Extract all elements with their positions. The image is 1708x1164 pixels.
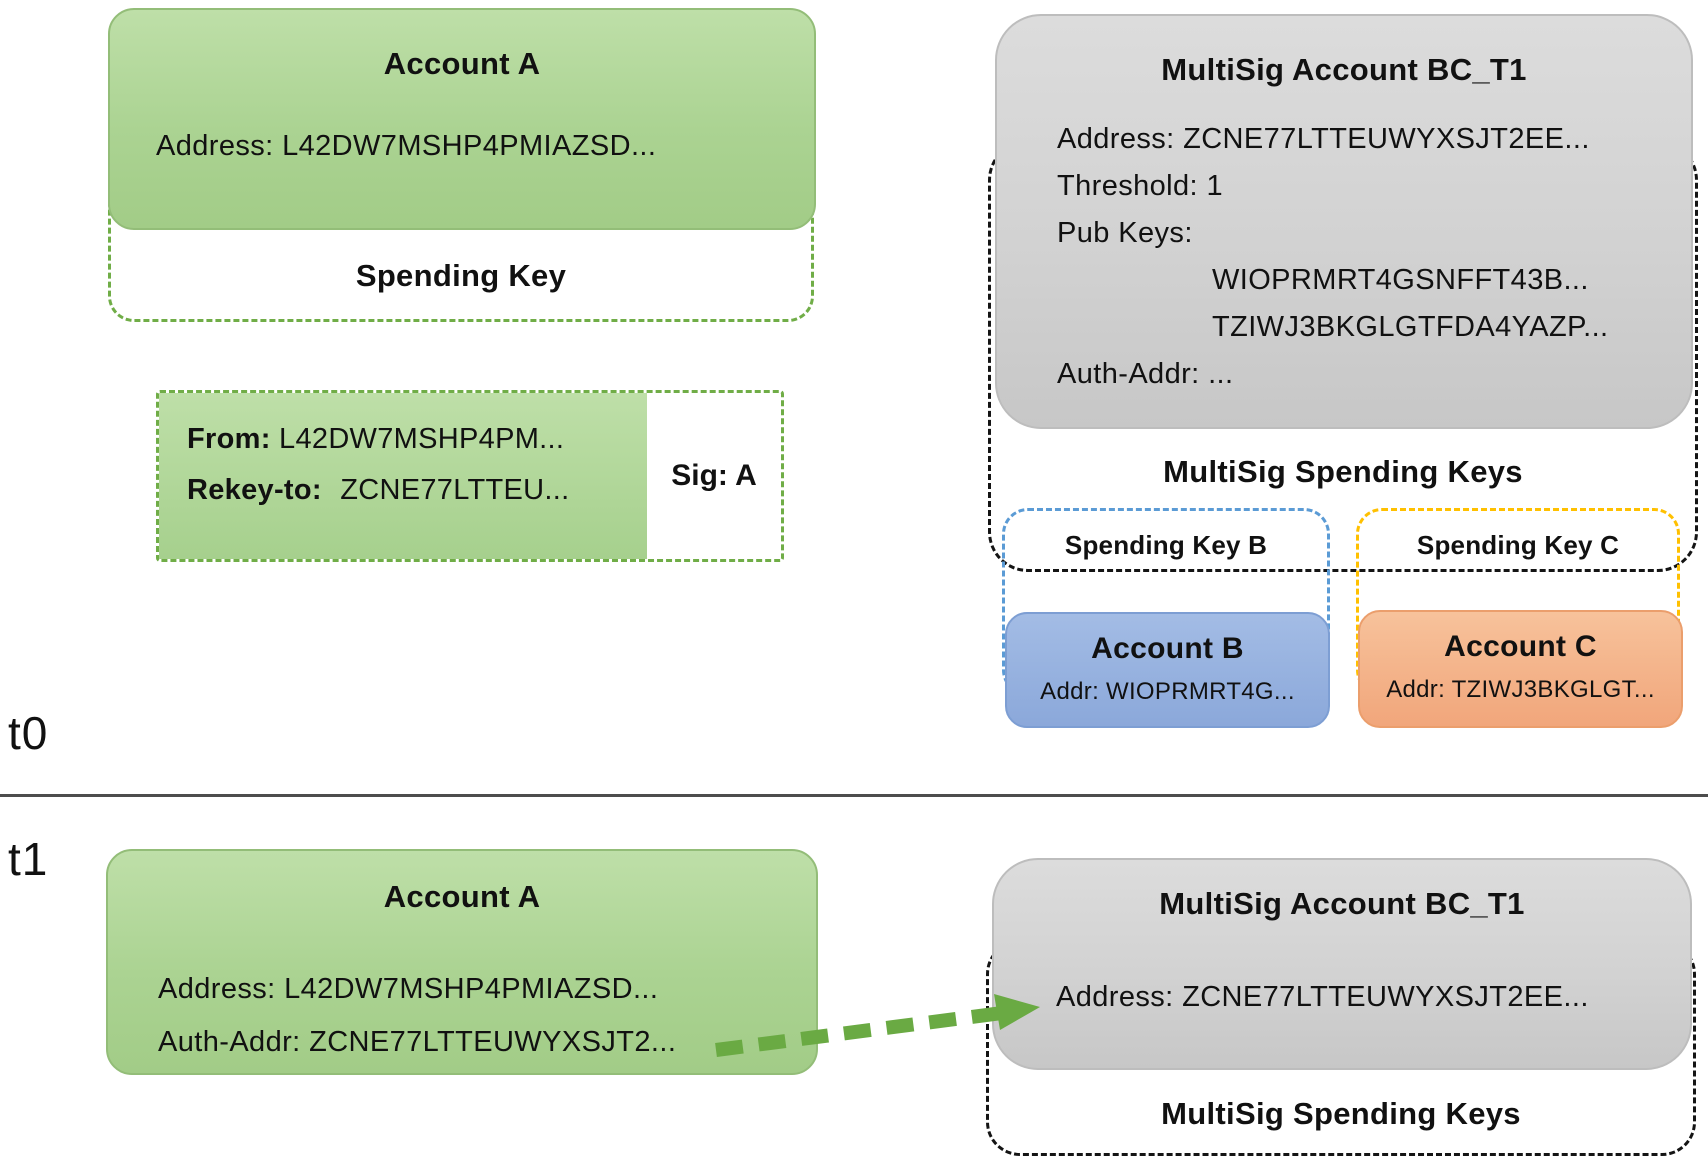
rekey-arrow	[715, 994, 1040, 1057]
account-a-t0-title: Account A	[383, 46, 541, 81]
account-c-addr: Addr: TZIWJ3BKGLGT...	[1386, 676, 1655, 703]
multisig-auth-addr: Auth-Addr: ...	[1057, 358, 1234, 390]
rekey-to-label: Rekey-to:	[187, 474, 322, 506]
t1-label: t1	[8, 833, 49, 885]
timeline-divider	[0, 794, 1708, 797]
rekey-transaction: From: L42DW7MSHP4PM... Rekey-to: ZCNE77L…	[156, 390, 784, 562]
multisig-spending-keys-t0-label: MultiSig Spending Keys	[988, 454, 1698, 490]
spending-key-c-label: Spending Key C	[1416, 530, 1620, 560]
account-b-box: Account B Addr: WIOPRMRT4G...	[1005, 612, 1330, 728]
multisig-pubkey-2: TZIWJ3BKGLGTFDA4YAZP...	[1212, 311, 1609, 343]
t0-label: t0	[8, 707, 49, 759]
multisig-account-t1-box: MultiSig Account BC_T1 Address: ZCNE77LT…	[992, 858, 1692, 1070]
rekey-from-value: L42DW7MSHP4PM...	[279, 423, 565, 455]
rekey-from-label: From:	[187, 423, 271, 455]
multisig-spending-keys-t0-text: MultiSig Spending Keys	[1163, 454, 1523, 489]
account-a-t1-address: Address: L42DW7MSHP4PMIAZSD...	[158, 973, 659, 1005]
multisig-pubkeys-label: Pub Keys:	[1057, 217, 1193, 249]
account-a-t0-box: Account A Address: L42DW7MSHP4PMIAZSD...	[108, 8, 816, 230]
multisig-account-t0-box: MultiSig Account BC_T1 Address: ZCNE77LT…	[995, 14, 1693, 429]
account-a-t0-address: Address: L42DW7MSHP4PMIAZSD...	[156, 130, 657, 162]
multisig-account-t1-address: Address: ZCNE77LTTEUWYXSJT2EE...	[1056, 981, 1589, 1013]
multisig-pubkey-1: WIOPRMRT4GSNFFT43B...	[1212, 264, 1589, 296]
rekey-to-value: ZCNE77LTTEU...	[340, 474, 570, 506]
account-b-title: Account B	[1091, 632, 1244, 665]
multisig-account-t0-title: MultiSig Account BC_T1	[1161, 52, 1527, 87]
rekey-sig-label: Sig: A	[671, 459, 757, 492]
multisig-account-t1-title: MultiSig Account BC_T1	[1159, 886, 1525, 921]
rekey-transaction-fill: From: L42DW7MSHP4PM... Rekey-to: ZCNE77L…	[159, 393, 647, 559]
account-a-t1-auth-addr: Auth-Addr: ZCNE77LTTEUWYXSJT2...	[158, 1026, 677, 1058]
account-a-t1-title: Account A	[383, 879, 541, 914]
multisig-address: Address: ZCNE77LTTEUWYXSJT2EE...	[1057, 123, 1590, 155]
multisig-spending-keys-t1-text: MultiSig Spending Keys	[1161, 1096, 1521, 1131]
account-b-addr: Addr: WIOPRMRT4G...	[1040, 678, 1295, 705]
spending-key-a-label-text: Spending Key	[355, 258, 567, 293]
spending-key-b-label: Spending Key B	[1064, 530, 1268, 560]
multisig-spending-keys-t1-label: MultiSig Spending Keys	[986, 1096, 1696, 1132]
account-c-title: Account C	[1444, 630, 1597, 663]
rekey-sig-area: Sig: A	[647, 393, 781, 559]
account-c-box: Account C Addr: TZIWJ3BKGLGT...	[1358, 610, 1683, 728]
multisig-threshold: Threshold: 1	[1057, 170, 1223, 202]
spending-key-a-label: Spending Key	[108, 258, 814, 294]
account-a-t1-box: Account A Address: L42DW7MSHP4PMIAZSD...…	[106, 849, 818, 1075]
